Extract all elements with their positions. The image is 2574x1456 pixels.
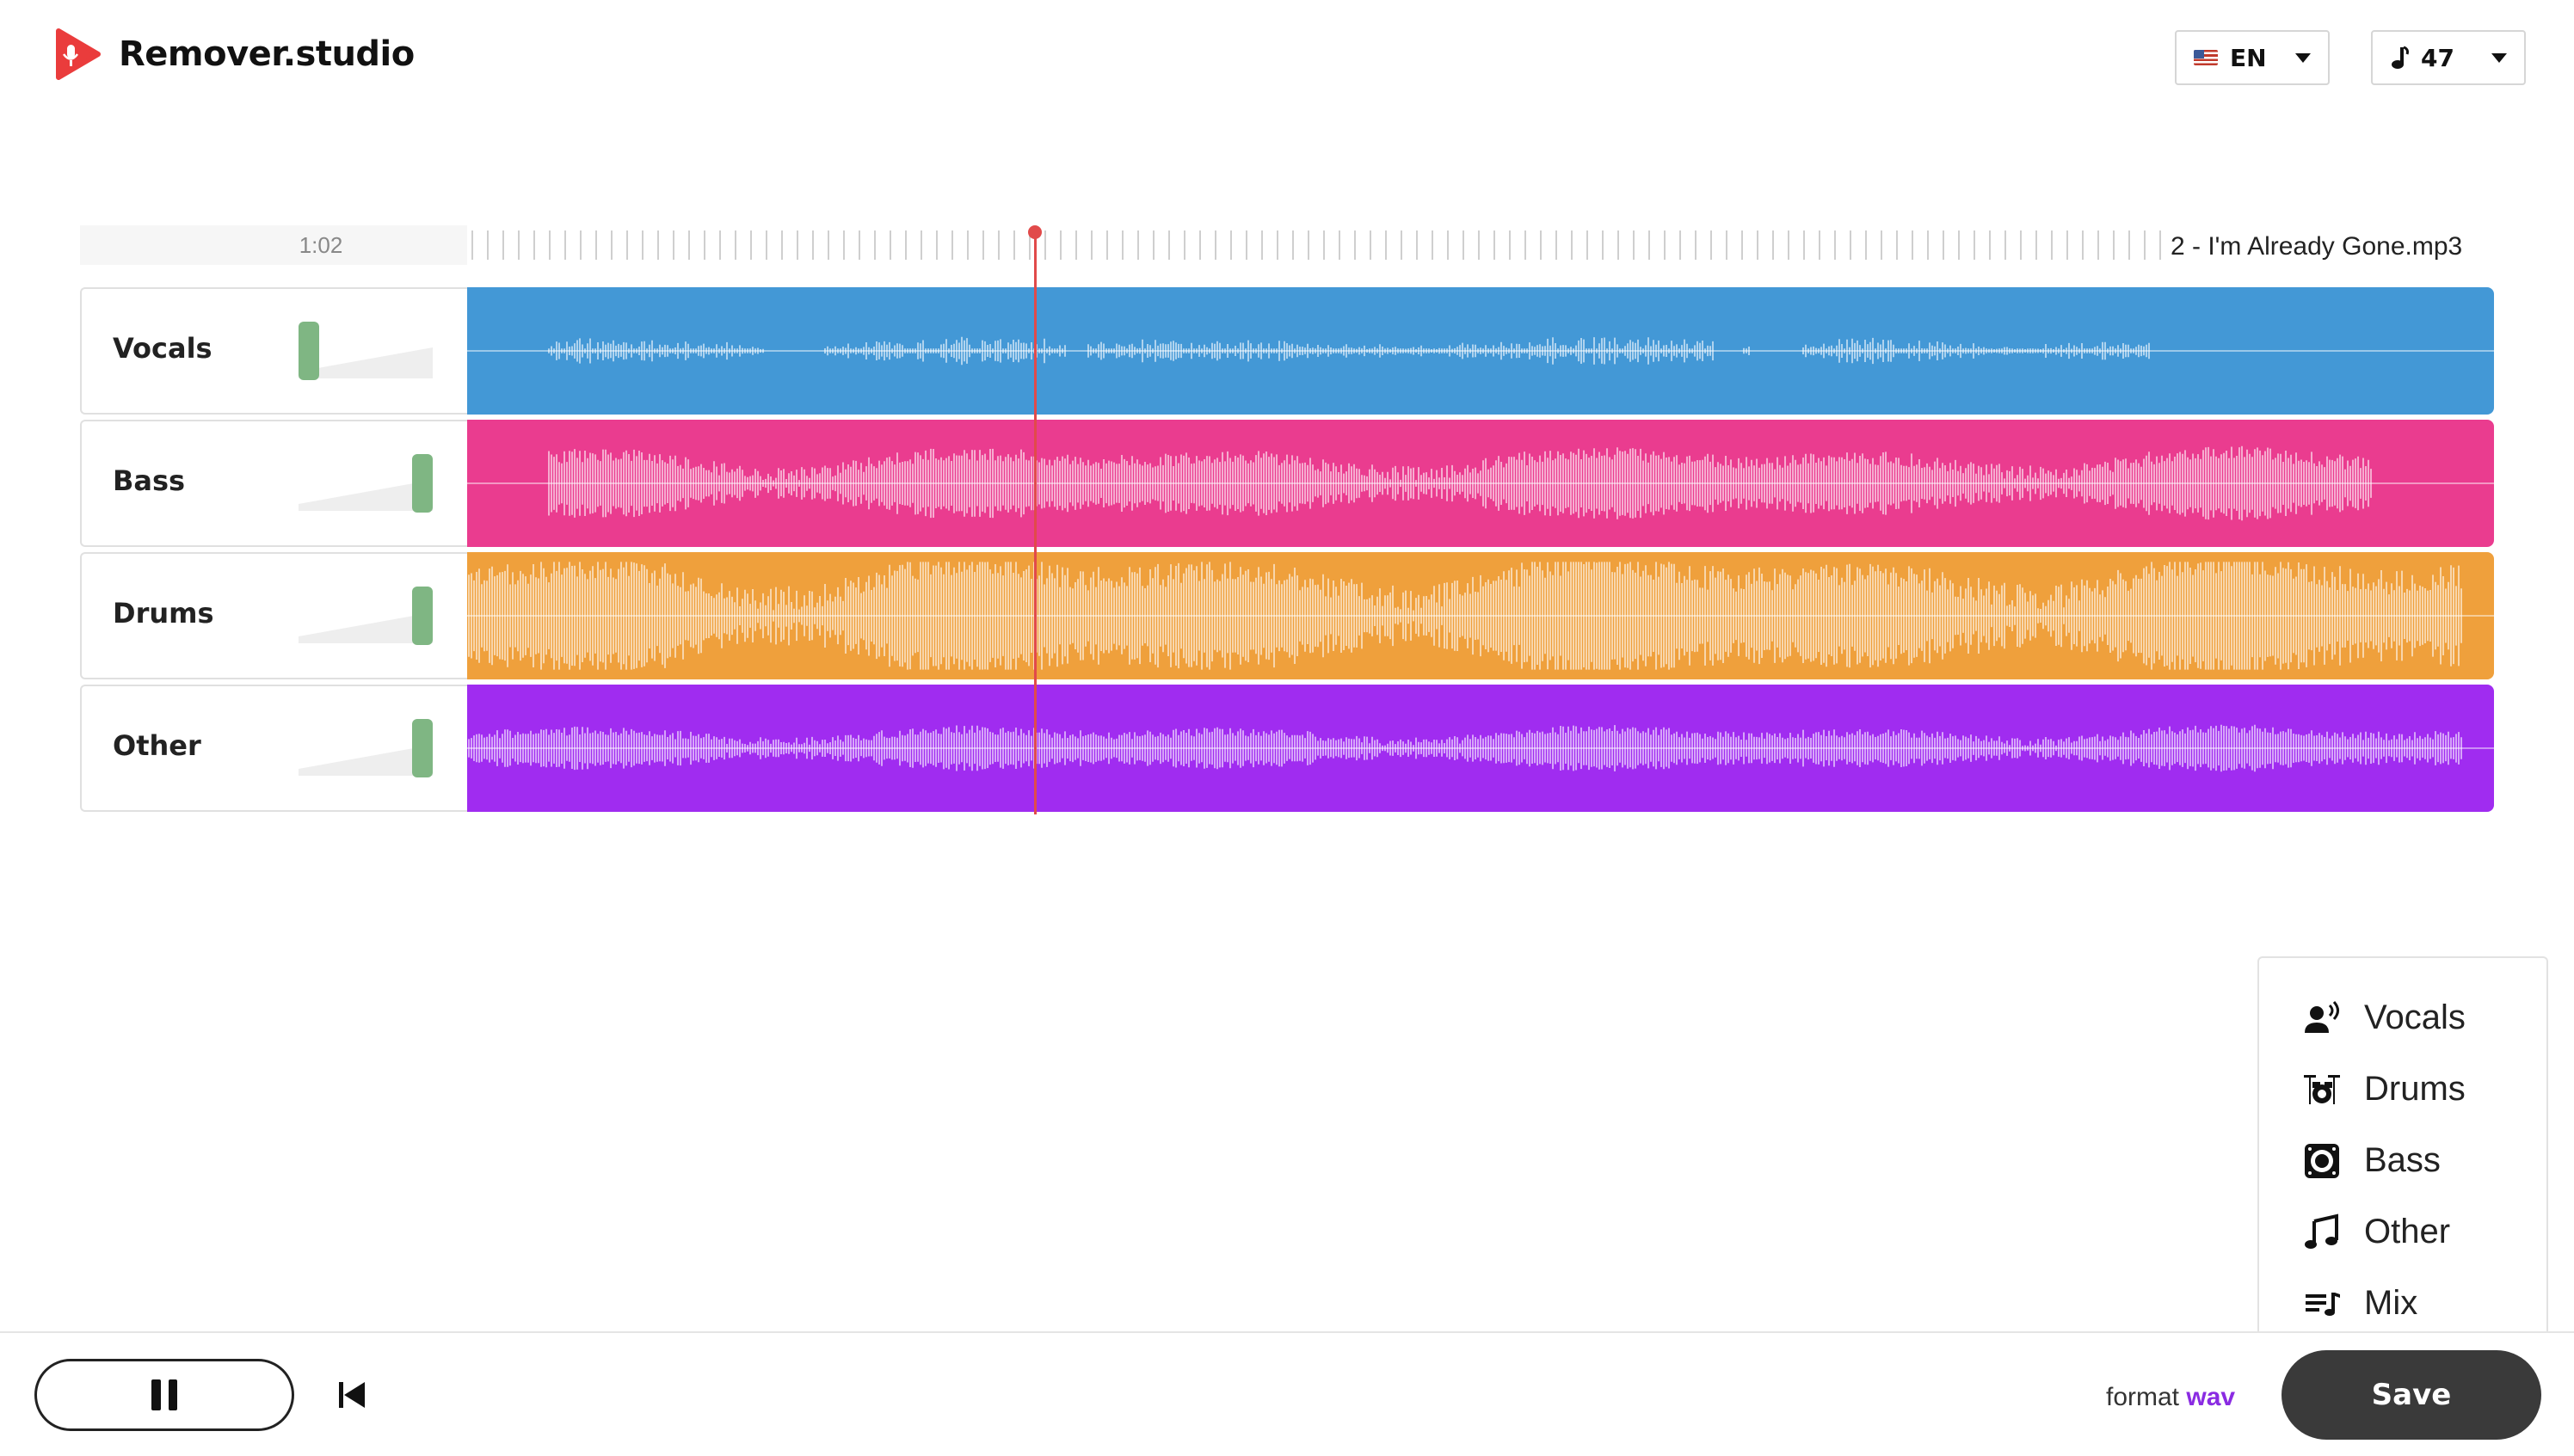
volume-slider[interactable]	[299, 587, 433, 645]
player-bar: format wav Save	[0, 1331, 2574, 1456]
volume-ramp	[299, 347, 433, 378]
playhead-line[interactable]	[1033, 233, 1037, 814]
stem-option-drums[interactable]: Drums	[2259, 1054, 2546, 1125]
stem-label: Drums	[2364, 1070, 2466, 1108]
waveform-other[interactable]	[467, 685, 2494, 812]
credits-dropdown[interactable]: 47	[2371, 30, 2526, 85]
playlist-icon	[2306, 1292, 2340, 1316]
volume-slider[interactable]	[299, 454, 433, 513]
language-code: EN	[2230, 43, 2267, 72]
language-dropdown[interactable]: EN	[2175, 30, 2330, 85]
brand-logo[interactable]: Remover.studio	[50, 24, 415, 84]
current-time: 1:02	[299, 232, 343, 258]
track-name: Drums	[113, 597, 214, 630]
volume-thumb[interactable]	[412, 587, 433, 645]
volume-ramp	[299, 480, 433, 511]
pause-button[interactable]	[34, 1359, 294, 1431]
stem-menu: Vocals Drums Bass	[2257, 956, 2548, 1335]
file-name: 2 - I'm Already Gone.mp3	[2171, 232, 2463, 261]
volume-slider[interactable]	[299, 322, 433, 380]
stem-option-mix[interactable]: Mix	[2259, 1268, 2546, 1339]
track-name: Vocals	[113, 332, 212, 365]
volume-ramp	[299, 745, 433, 776]
track-controls: Drums	[80, 552, 467, 679]
format-label: format	[2106, 1383, 2180, 1411]
timeline-ticks	[471, 230, 2161, 260]
waveform-drums[interactable]	[467, 552, 2494, 679]
timeline-ruler[interactable]: 1:02 2 - I'm Already Gone.mp3	[80, 225, 2494, 265]
waveform-vocals[interactable]	[467, 287, 2494, 415]
music-note-icon	[2305, 1213, 2338, 1249]
playhead-handle[interactable]	[1027, 225, 1042, 239]
drum-kit-icon	[2304, 1074, 2340, 1104]
stem-option-bass[interactable]: Bass	[2259, 1125, 2546, 1196]
pause-icon	[151, 1379, 177, 1410]
track-name: Other	[113, 729, 201, 762]
track-controls: Vocals	[80, 287, 467, 415]
volume-thumb[interactable]	[412, 719, 433, 777]
us-flag-icon	[2194, 50, 2218, 65]
chevron-down-icon	[2295, 52, 2311, 63]
stem-label: Mix	[2364, 1284, 2418, 1322]
track-controls: Other	[80, 685, 467, 812]
save-button[interactable]: Save	[2282, 1350, 2541, 1440]
brand-name: Remover.studio	[119, 34, 415, 74]
stem-label: Bass	[2364, 1141, 2441, 1179]
waveform-bass[interactable]	[467, 420, 2494, 547]
music-note-icon	[2392, 46, 2409, 69]
stem-label: Other	[2364, 1213, 2451, 1250]
track-vocals: Vocals	[80, 287, 2494, 415]
track-controls: Bass	[80, 420, 467, 547]
volume-ramp	[299, 612, 433, 643]
format-selector[interactable]: format wav	[2106, 1383, 2235, 1412]
skip-back-icon[interactable]	[336, 1378, 370, 1412]
track-bass: Bass	[80, 420, 2494, 547]
credits-count: 47	[2421, 43, 2454, 72]
track-drums: Drums	[80, 552, 2494, 679]
format-value: wav	[2186, 1383, 2236, 1411]
volume-thumb[interactable]	[412, 454, 433, 513]
timeline-header: 1:02	[80, 225, 467, 265]
stem-option-other[interactable]: Other	[2259, 1196, 2546, 1268]
track-other: Other	[80, 685, 2494, 812]
speaker-icon	[2305, 1143, 2339, 1178]
chevron-down-icon	[2491, 52, 2507, 63]
stem-option-vocals[interactable]: Vocals	[2259, 982, 2546, 1054]
stem-label: Vocals	[2364, 998, 2466, 1036]
logo-icon	[56, 28, 101, 80]
volume-slider[interactable]	[299, 719, 433, 777]
track-name: Bass	[113, 464, 186, 497]
vocals-icon	[2305, 1000, 2339, 1033]
volume-thumb[interactable]	[299, 322, 319, 380]
